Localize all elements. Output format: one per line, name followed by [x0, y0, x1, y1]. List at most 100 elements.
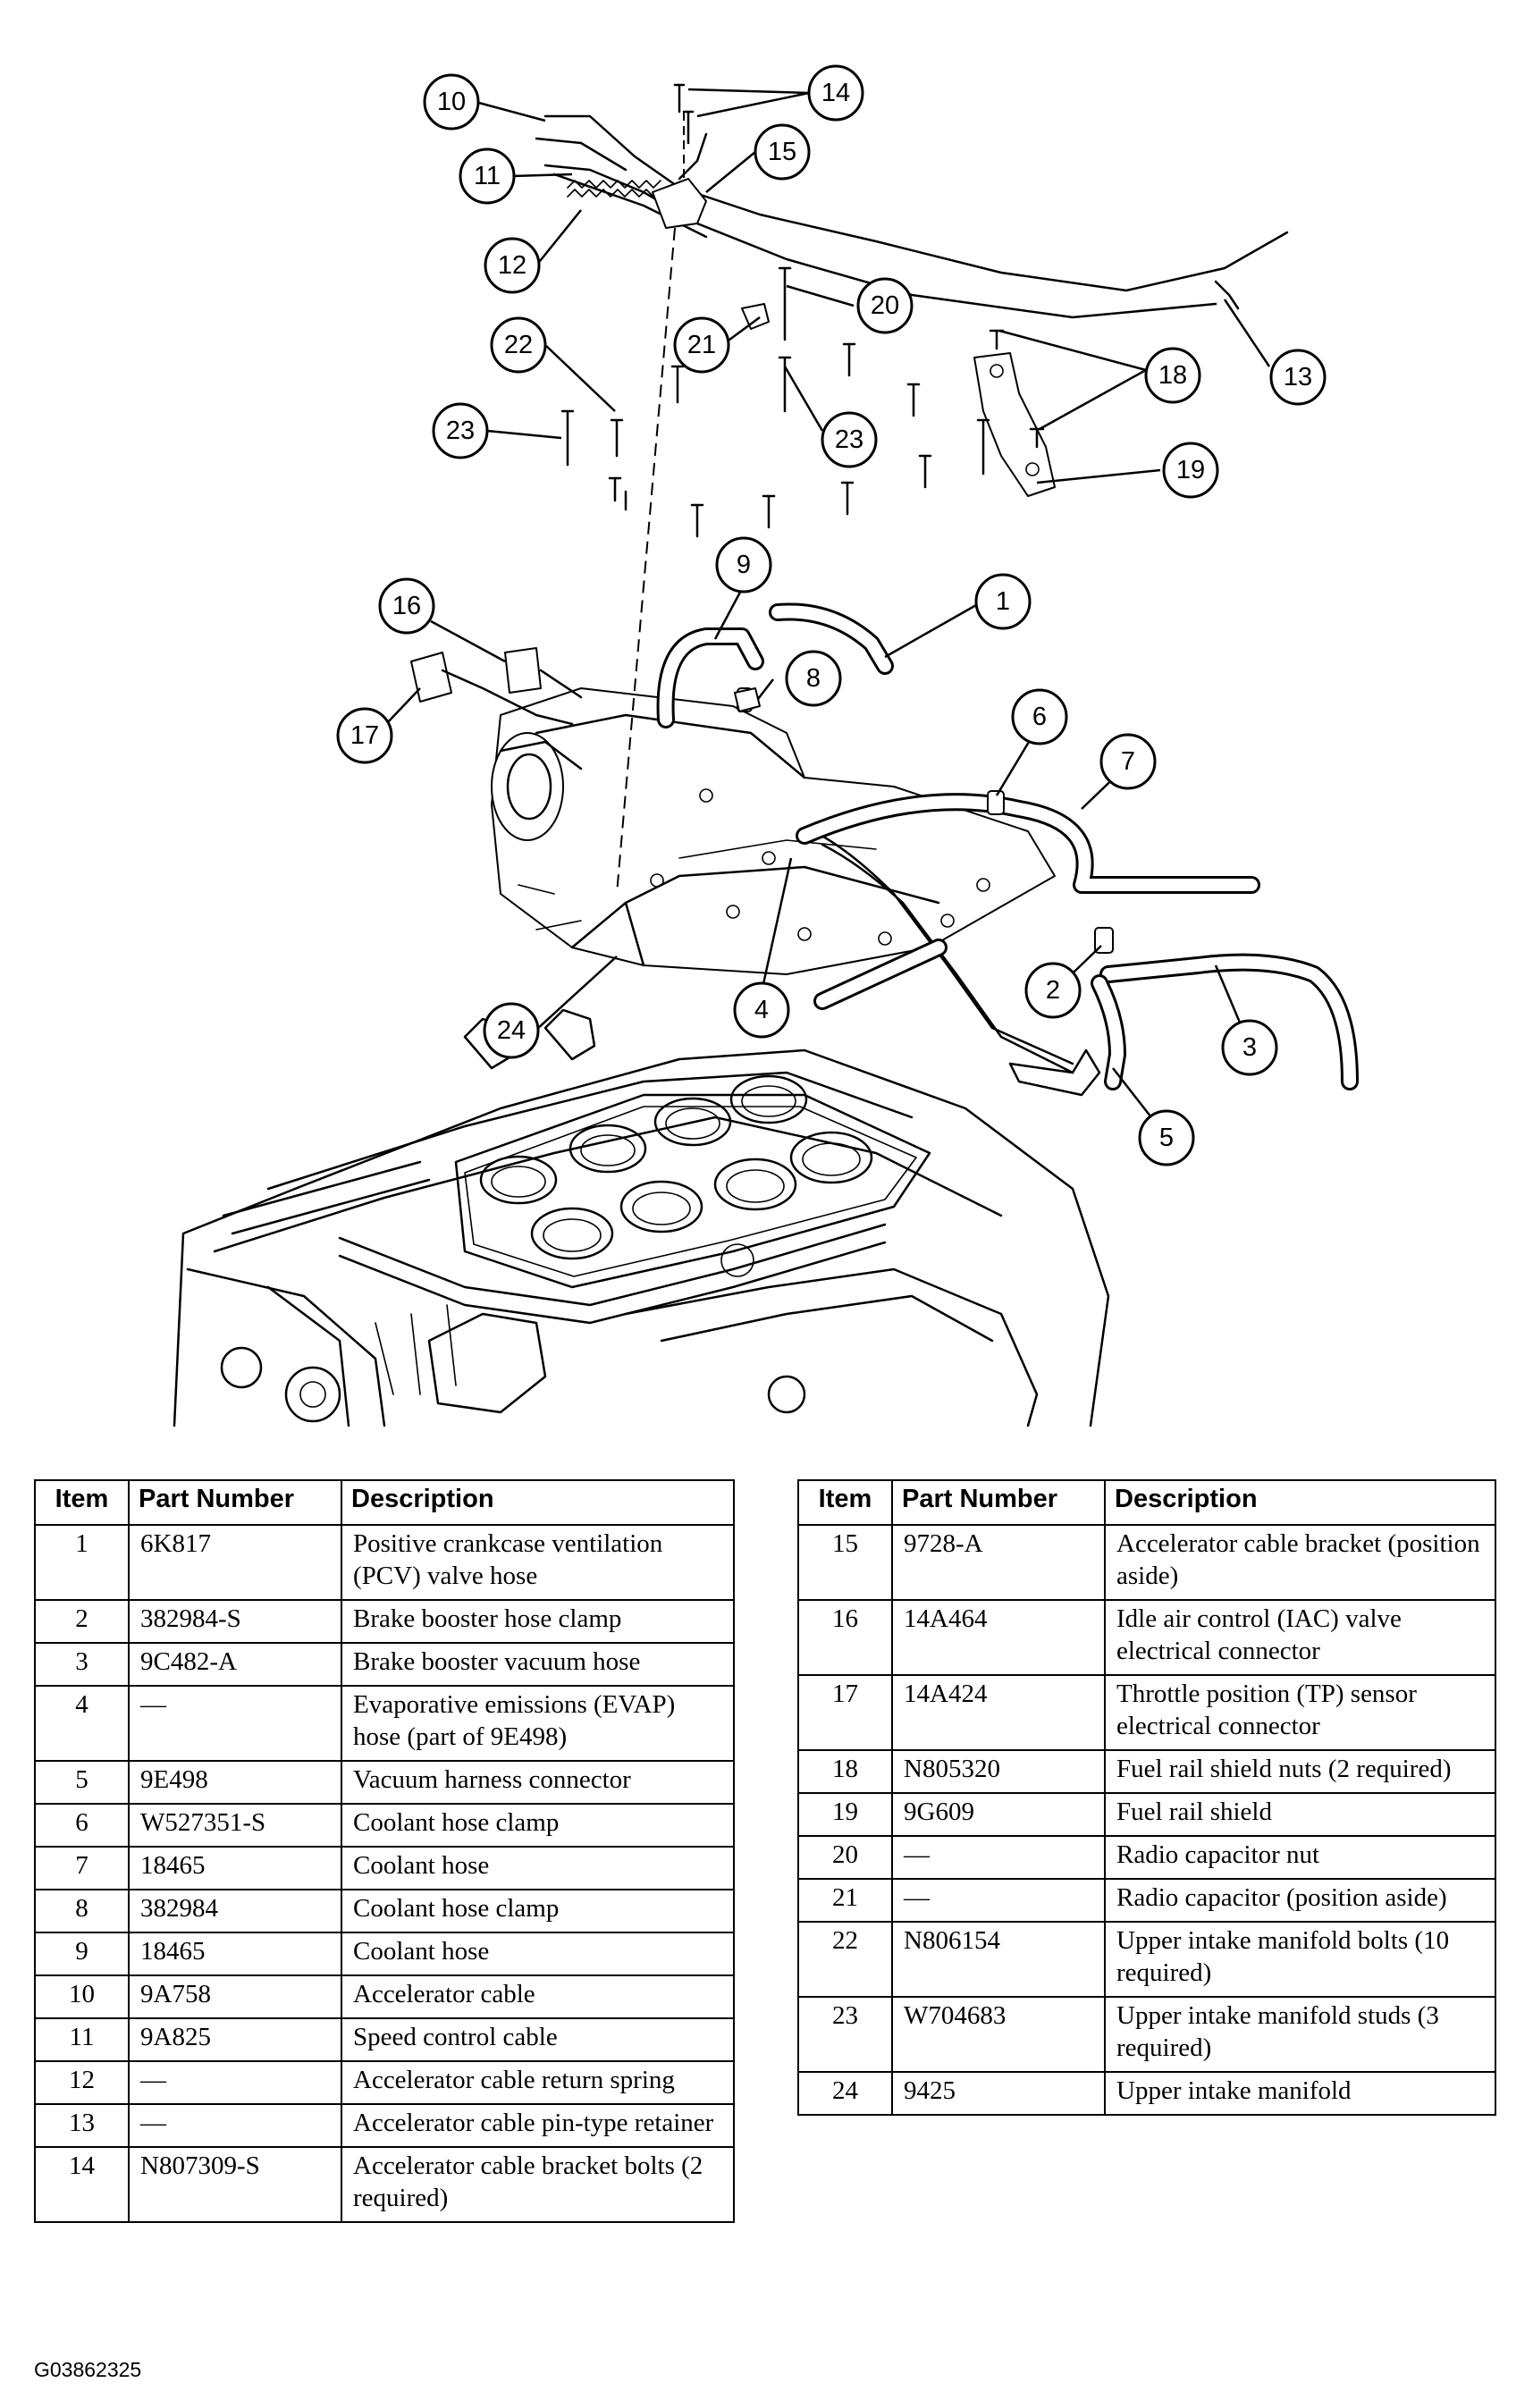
table-cell-description: Accelerator cable pin-type retainer: [341, 2103, 735, 2148]
table-cell-item: 13: [34, 2103, 130, 2148]
table-cell-part-number: 14A424: [891, 1674, 1106, 1751]
callout-8: 8: [785, 650, 842, 707]
table-cell-description: Upper intake manifold bolts (10 required…: [1104, 1921, 1496, 1998]
callout-11: 11: [459, 147, 516, 205]
table-cell-part-number: W704683: [891, 1996, 1106, 2073]
callout-6: 6: [1011, 688, 1068, 745]
callout-24: 24: [483, 1002, 540, 1059]
table-cell-part-number: N807309-S: [128, 2146, 342, 2223]
svg-text:18: 18: [1158, 361, 1187, 390]
svg-text:1: 1: [996, 587, 1010, 616]
svg-text:6: 6: [1032, 703, 1047, 731]
table-cell-description: Coolant hose clamp: [341, 1803, 735, 1848]
column-header-part-number: Part Number: [128, 1479, 342, 1526]
column-header-description: Description: [1104, 1479, 1496, 1526]
table-cell-part-number: 9E498: [128, 1760, 342, 1805]
table-cell-item: 3: [34, 1642, 130, 1687]
callout-16: 16: [378, 577, 435, 635]
table-cell-part-number: 382984-S: [128, 1599, 342, 1644]
callout-21: 21: [673, 316, 730, 374]
table-cell-item: 4: [34, 1685, 130, 1762]
table-cell-item: 23: [797, 1996, 893, 2073]
table-cell-part-number: —: [128, 2103, 342, 2148]
table-cell-description: Upper intake manifold: [1104, 2071, 1496, 2116]
table-cell-description: Accelerator cable return spring: [341, 2060, 735, 2105]
table-cell-description: Radio capacitor nut: [1104, 1835, 1496, 1880]
table-cell-item: 22: [797, 1921, 893, 1998]
table-cell-description: Accelerator cable: [341, 1974, 735, 2019]
table-cell-item: 16: [797, 1599, 893, 1676]
svg-text:2: 2: [1046, 976, 1060, 1005]
svg-text:24: 24: [497, 1016, 526, 1045]
table-cell-part-number: N806154: [891, 1921, 1106, 1998]
table-cell-part-number: 9A825: [128, 2017, 342, 2062]
hoses-illustration: [656, 602, 1359, 1097]
table-cell-item: 1: [34, 1524, 130, 1601]
table-cell-description: Radio capacitor (position aside): [1104, 1878, 1496, 1923]
table-cell-item: 18: [797, 1749, 893, 1794]
callout-19: 19: [1162, 442, 1219, 499]
table-cell-description: Brake booster hose clamp: [341, 1599, 735, 1644]
callouts: 10 14 15 11 12 20 22 21 18 13 23 23 19 9…: [336, 64, 1327, 1166]
column-header-item: Item: [797, 1479, 893, 1526]
svg-text:5: 5: [1159, 1124, 1174, 1152]
svg-text:14: 14: [821, 79, 850, 107]
callout-20: 20: [856, 277, 914, 334]
table-cell-description: Evaporative emissions (EVAP) hose (part …: [341, 1685, 735, 1762]
callout-15: 15: [754, 123, 811, 181]
table-cell-item: 12: [34, 2060, 130, 2105]
svg-text:16: 16: [392, 592, 421, 620]
callout-7: 7: [1099, 733, 1157, 790]
svg-text:23: 23: [835, 425, 863, 454]
callout-1: 1: [974, 573, 1032, 630]
table-cell-description: Accelerator cable bracket (position asid…: [1104, 1524, 1496, 1601]
table-cell-description: Coolant hose clamp: [341, 1889, 735, 1933]
table-cell-description: Brake booster vacuum hose: [341, 1642, 735, 1687]
svg-text:12: 12: [498, 251, 526, 280]
callout-14: 14: [807, 64, 864, 122]
table-row: 20—Radio capacitor nut: [797, 1835, 1496, 1880]
table-cell-part-number: 6K817: [128, 1524, 342, 1601]
table-cell-part-number: 9A758: [128, 1974, 342, 2019]
callout-10: 10: [423, 73, 480, 131]
callout-9: 9: [715, 536, 772, 594]
table-cell-item: 9: [34, 1932, 130, 1976]
table-cell-item: 14: [34, 2146, 130, 2223]
table-cell-item: 8: [34, 1889, 130, 1933]
svg-text:23: 23: [446, 417, 475, 445]
table-cell-part-number: N805320: [891, 1749, 1106, 1794]
table-cell-item: 21: [797, 1878, 893, 1923]
table-cell-part-number: W527351-S: [128, 1803, 342, 1848]
callout-17: 17: [336, 707, 393, 764]
table-cell-description: Speed control cable: [341, 2017, 735, 2062]
svg-text:21: 21: [687, 331, 716, 359]
table-cell-item: 10: [34, 1974, 130, 2019]
table-cell-part-number: 9G609: [891, 1792, 1106, 1837]
table-cell-part-number: —: [891, 1878, 1106, 1923]
svg-text:11: 11: [474, 162, 501, 190]
upper-intake-manifold-illustration: [491, 687, 1074, 1074]
table-cell-part-number: 9728-A: [891, 1524, 1106, 1601]
column-header-item: Item: [34, 1479, 130, 1526]
table-cell-description: Accelerator cable bracket bolts (2 requi…: [341, 2146, 735, 2223]
table-row: 12—Accelerator cable return spring: [34, 2060, 735, 2105]
table-cell-part-number: 18465: [128, 1846, 342, 1890]
table-cell-description: Vacuum harness connector: [341, 1760, 735, 1805]
table-cell-part-number: —: [891, 1835, 1106, 1880]
